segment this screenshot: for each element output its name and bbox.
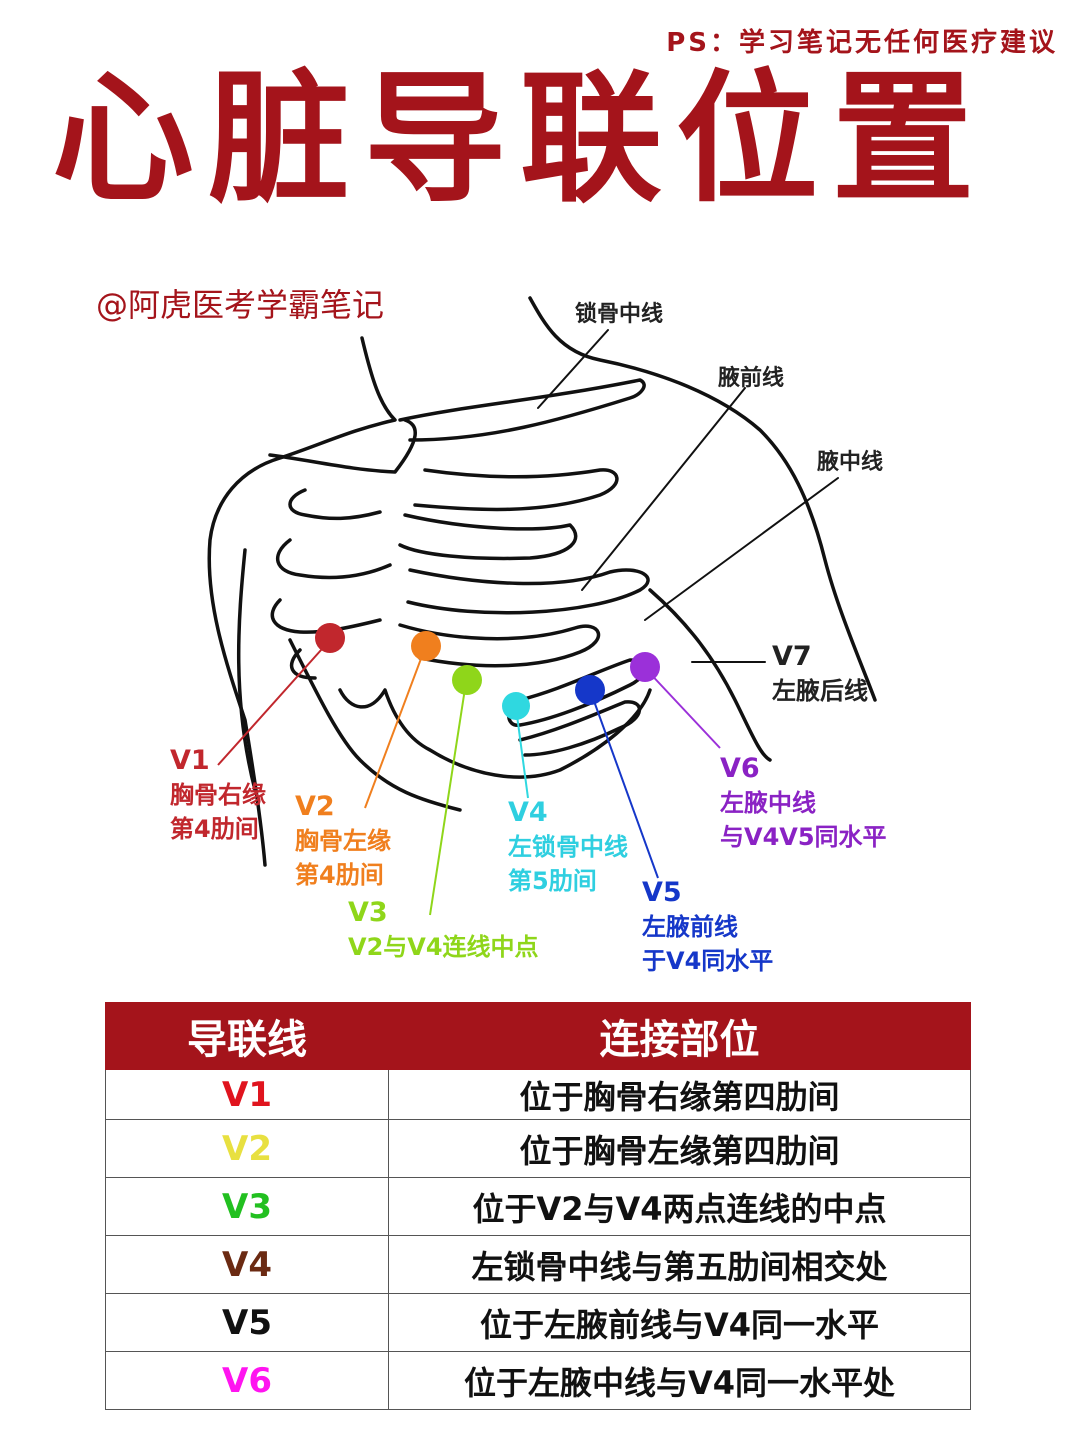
site-cell: 位于胸骨左缘第四肋间 (388, 1119, 971, 1178)
v6-label: V6 左腋中线 与V4V5同水平 (720, 753, 887, 851)
rib-2 (398, 513, 578, 561)
v3-label: V3 V2与V4连线中点 (348, 897, 539, 961)
clavicle-right (398, 378, 646, 442)
site-cell: 位于左腋中线与V4同一水平处 (388, 1351, 971, 1410)
lead-cell: V5 (105, 1293, 389, 1352)
electrode-v6 (630, 652, 660, 682)
chest-diagram (207, 296, 877, 916)
left-shoulder-outline (207, 336, 397, 867)
lead-cell: V2 (105, 1119, 389, 1178)
disclaimer-note: PS：学习笔记无任何医疗建议 (666, 28, 1058, 58)
author-watermark: @阿虎医考学霸笔记 (96, 286, 385, 324)
lower-rib-2 (518, 700, 642, 757)
right-torso-outline (648, 588, 772, 762)
v7-label: V7 左腋后线 (772, 641, 868, 705)
rib-3 (406, 568, 650, 615)
lead-cell: V6 (105, 1351, 389, 1410)
site-cell: 位于左腋前线与V4同一水平 (388, 1293, 971, 1352)
v2-label: V2 胸骨左缘 第4肋间 (295, 791, 391, 889)
midclavicular-line-label: 锁骨中线 (575, 302, 664, 327)
rib-4 (398, 623, 601, 668)
rib-left-3 (270, 598, 382, 634)
v5-label: V5 左腋前线 于V4同水平 (642, 877, 774, 975)
rib-1 (413, 468, 619, 512)
mid-axillary-line-label: 腋中线 (817, 450, 884, 475)
electrode-v1 (315, 623, 345, 653)
clavicle-left (268, 418, 417, 474)
table-row: V2 位于胸骨左缘第四肋间 (105, 1119, 971, 1178)
lead-cell: V4 (105, 1235, 389, 1294)
electrode-v3 (452, 665, 482, 695)
table-row: V3 位于V2与V4两点连线的中点 (105, 1177, 971, 1236)
electrode-v2 (411, 631, 441, 661)
page-title: 心脏导联位置 (52, 57, 988, 222)
electrode-v4 (502, 692, 530, 720)
lead-cell: V1 (105, 1069, 389, 1120)
lead-placement-table: 导联线 连接部位 V1 位于胸骨右缘第四肋间 V2 位于胸骨左缘第四肋间 V3 … (105, 1002, 971, 1410)
table-row: V6 位于左腋中线与V4同一水平处 (105, 1351, 971, 1410)
v4-label: V4 左锁骨中线 第5肋间 (508, 797, 628, 895)
rib-left-1 (288, 488, 382, 521)
table-row: V4 左锁骨中线与第五肋间相交处 (105, 1235, 971, 1294)
costal-arch (288, 638, 462, 812)
table-row: V1 位于胸骨右缘第四肋间 (105, 1069, 971, 1120)
right-shoulder-outline (528, 296, 877, 702)
rib-left-2 (275, 538, 392, 580)
site-cell: 左锁骨中线与第五肋间相交处 (388, 1235, 971, 1294)
table-row: V5 位于左腋前线与V4同一水平 (105, 1293, 971, 1352)
xiphoid (338, 688, 652, 779)
table-header-site: 连接部位 (388, 1002, 971, 1070)
left-arm-outline (236, 548, 257, 792)
anterior-axillary-line-label: 腋前线 (718, 366, 785, 391)
lead-cell: V3 (105, 1177, 389, 1236)
site-cell: 位于胸骨右缘第四肋间 (388, 1069, 971, 1120)
v1-label: V1 胸骨右缘 第4肋间 (170, 745, 266, 843)
electrode-v5 (575, 675, 605, 705)
table-header-lead: 导联线 (105, 1002, 389, 1070)
site-cell: 位于V2与V4两点连线的中点 (388, 1177, 971, 1236)
